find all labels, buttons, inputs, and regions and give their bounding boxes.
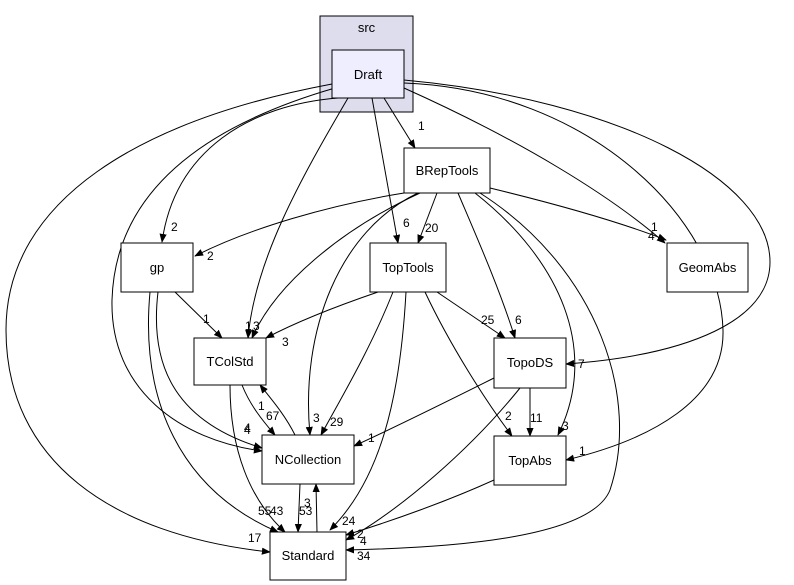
edge-breptools-tcolstd[interactable] — [251, 192, 421, 339]
node-topods[interactable]: TopoDS — [493, 337, 567, 389]
edge-label: 1 — [651, 220, 658, 234]
cluster-label: src — [358, 20, 376, 35]
edge-standard-ncollection[interactable] — [312, 483, 320, 533]
edge-label: 3 — [313, 411, 320, 425]
nodes: Draft BRepTools gp TopTools GeomAbs TCol… — [120, 49, 749, 581]
edge-label: 43 — [270, 504, 284, 518]
edge-label: 25 — [481, 313, 495, 327]
edge-label: 20 — [425, 221, 439, 235]
node-label: BRepTools — [416, 163, 479, 178]
edge-label: 2 — [207, 249, 214, 263]
edge-draft-geomabs[interactable] — [403, 87, 666, 244]
edge-gp-ncollection[interactable] — [155, 291, 263, 450]
edge-breptools-standard[interactable] — [345, 192, 621, 554]
node-topabs[interactable]: TopAbs — [493, 435, 567, 486]
edge-label: 34 — [357, 549, 371, 563]
edge-label: 2 — [357, 527, 364, 541]
edge-topabs-standard[interactable] — [345, 479, 495, 537]
node-label: TopAbs — [508, 453, 552, 468]
edge-draft-gp[interactable] — [159, 97, 339, 243]
edge-draft-topods[interactable] — [403, 79, 771, 368]
node-standard[interactable]: Standard — [269, 531, 347, 581]
edge-label: 4 — [648, 229, 655, 243]
edge-label: 4 — [360, 534, 367, 548]
edge-label: 29 — [330, 415, 344, 429]
node-label: Draft — [354, 67, 383, 82]
edge-label: 1 — [418, 119, 425, 133]
node-label: TColStd — [207, 354, 254, 369]
edge-label: 3 — [562, 419, 569, 433]
edge-draft-standard[interactable] — [5, 83, 333, 555]
edge-label: 53 — [299, 504, 313, 518]
edge-label: 2 — [505, 409, 512, 423]
edge-label: 4 — [244, 423, 251, 437]
node-ncollection[interactable]: NCollection — [261, 434, 355, 485]
edge-label: 3 — [304, 496, 311, 510]
edge-breptools-geomabs[interactable] — [489, 187, 667, 241]
edge-draft-tcolstd[interactable] — [245, 97, 349, 339]
node-label: TopoDS — [507, 355, 554, 370]
edge-ncollection-tcolstd[interactable] — [259, 384, 296, 436]
edge-label: 1 — [368, 431, 375, 445]
edge-label: 11 — [530, 411, 543, 425]
edge-draft-breptools[interactable] — [383, 97, 416, 149]
edge-label: 1 — [245, 319, 252, 333]
node-label: gp — [150, 260, 164, 275]
node-geomabs[interactable]: GeomAbs — [666, 242, 749, 293]
node-draft[interactable]: Draft — [331, 49, 405, 99]
node-label: TopTools — [382, 260, 434, 275]
edge-topods-standard[interactable] — [345, 387, 521, 541]
edge-gp-standard[interactable] — [148, 291, 279, 533]
edge-label: 6 — [403, 216, 410, 230]
edge-label: 6 — [515, 313, 522, 327]
node-label: NCollection — [275, 452, 341, 467]
edge-toptools-ncollection[interactable] — [320, 291, 394, 436]
edge-toptools-topods[interactable] — [436, 291, 506, 339]
edge-label: 1 — [258, 399, 265, 413]
edge-toptools-topabs[interactable] — [424, 291, 513, 437]
edge-draft-topabs[interactable] — [403, 82, 724, 462]
edges: 1 2 6 1 1 7 4 1 17 2 20 4 — [5, 79, 771, 563]
edge-draft-toptools[interactable] — [371, 97, 401, 244]
edge-breptools-topods[interactable] — [457, 192, 517, 339]
edge-label: 1 — [203, 312, 210, 326]
edge-label: 2 — [171, 220, 178, 234]
edge-breptools-topabs[interactable] — [474, 192, 576, 436]
edge-breptools-ncollection[interactable] — [305, 192, 419, 436]
edge-tcolstd-ncollection[interactable] — [241, 384, 276, 436]
edge-tcolstd-standard[interactable] — [229, 384, 286, 533]
edge-breptools-toptools[interactable] — [417, 192, 438, 244]
edge-toptools-tcolstd[interactable] — [265, 291, 379, 339]
edge-label: 24 — [342, 514, 356, 528]
edge-label: 4 — [244, 421, 251, 435]
edge-label: 3 — [253, 319, 260, 333]
edge-label: 3 — [282, 335, 289, 349]
edge-toptools-standard[interactable] — [329, 291, 407, 531]
edge-breptools-gp[interactable] — [194, 192, 405, 257]
edge-topods-ncollection[interactable] — [353, 377, 495, 447]
edge-gp-tcolstd[interactable] — [174, 291, 223, 339]
node-toptools[interactable]: TopTools — [369, 242, 447, 293]
node-label: Standard — [282, 548, 335, 563]
edge-label: 67 — [266, 409, 280, 423]
edge-label: 17 — [248, 531, 262, 545]
node-label: GeomAbs — [679, 260, 737, 275]
edge-draft-ncollection[interactable] — [111, 87, 336, 454]
edge-label: 1 — [579, 444, 586, 458]
node-breptools[interactable]: BRepTools — [403, 147, 491, 194]
edge-ncollection-standard[interactable] — [294, 483, 302, 533]
node-gp[interactable]: gp — [120, 242, 194, 293]
node-tcolstd[interactable]: TColStd — [193, 337, 267, 386]
edge-label: 7 — [578, 357, 585, 371]
